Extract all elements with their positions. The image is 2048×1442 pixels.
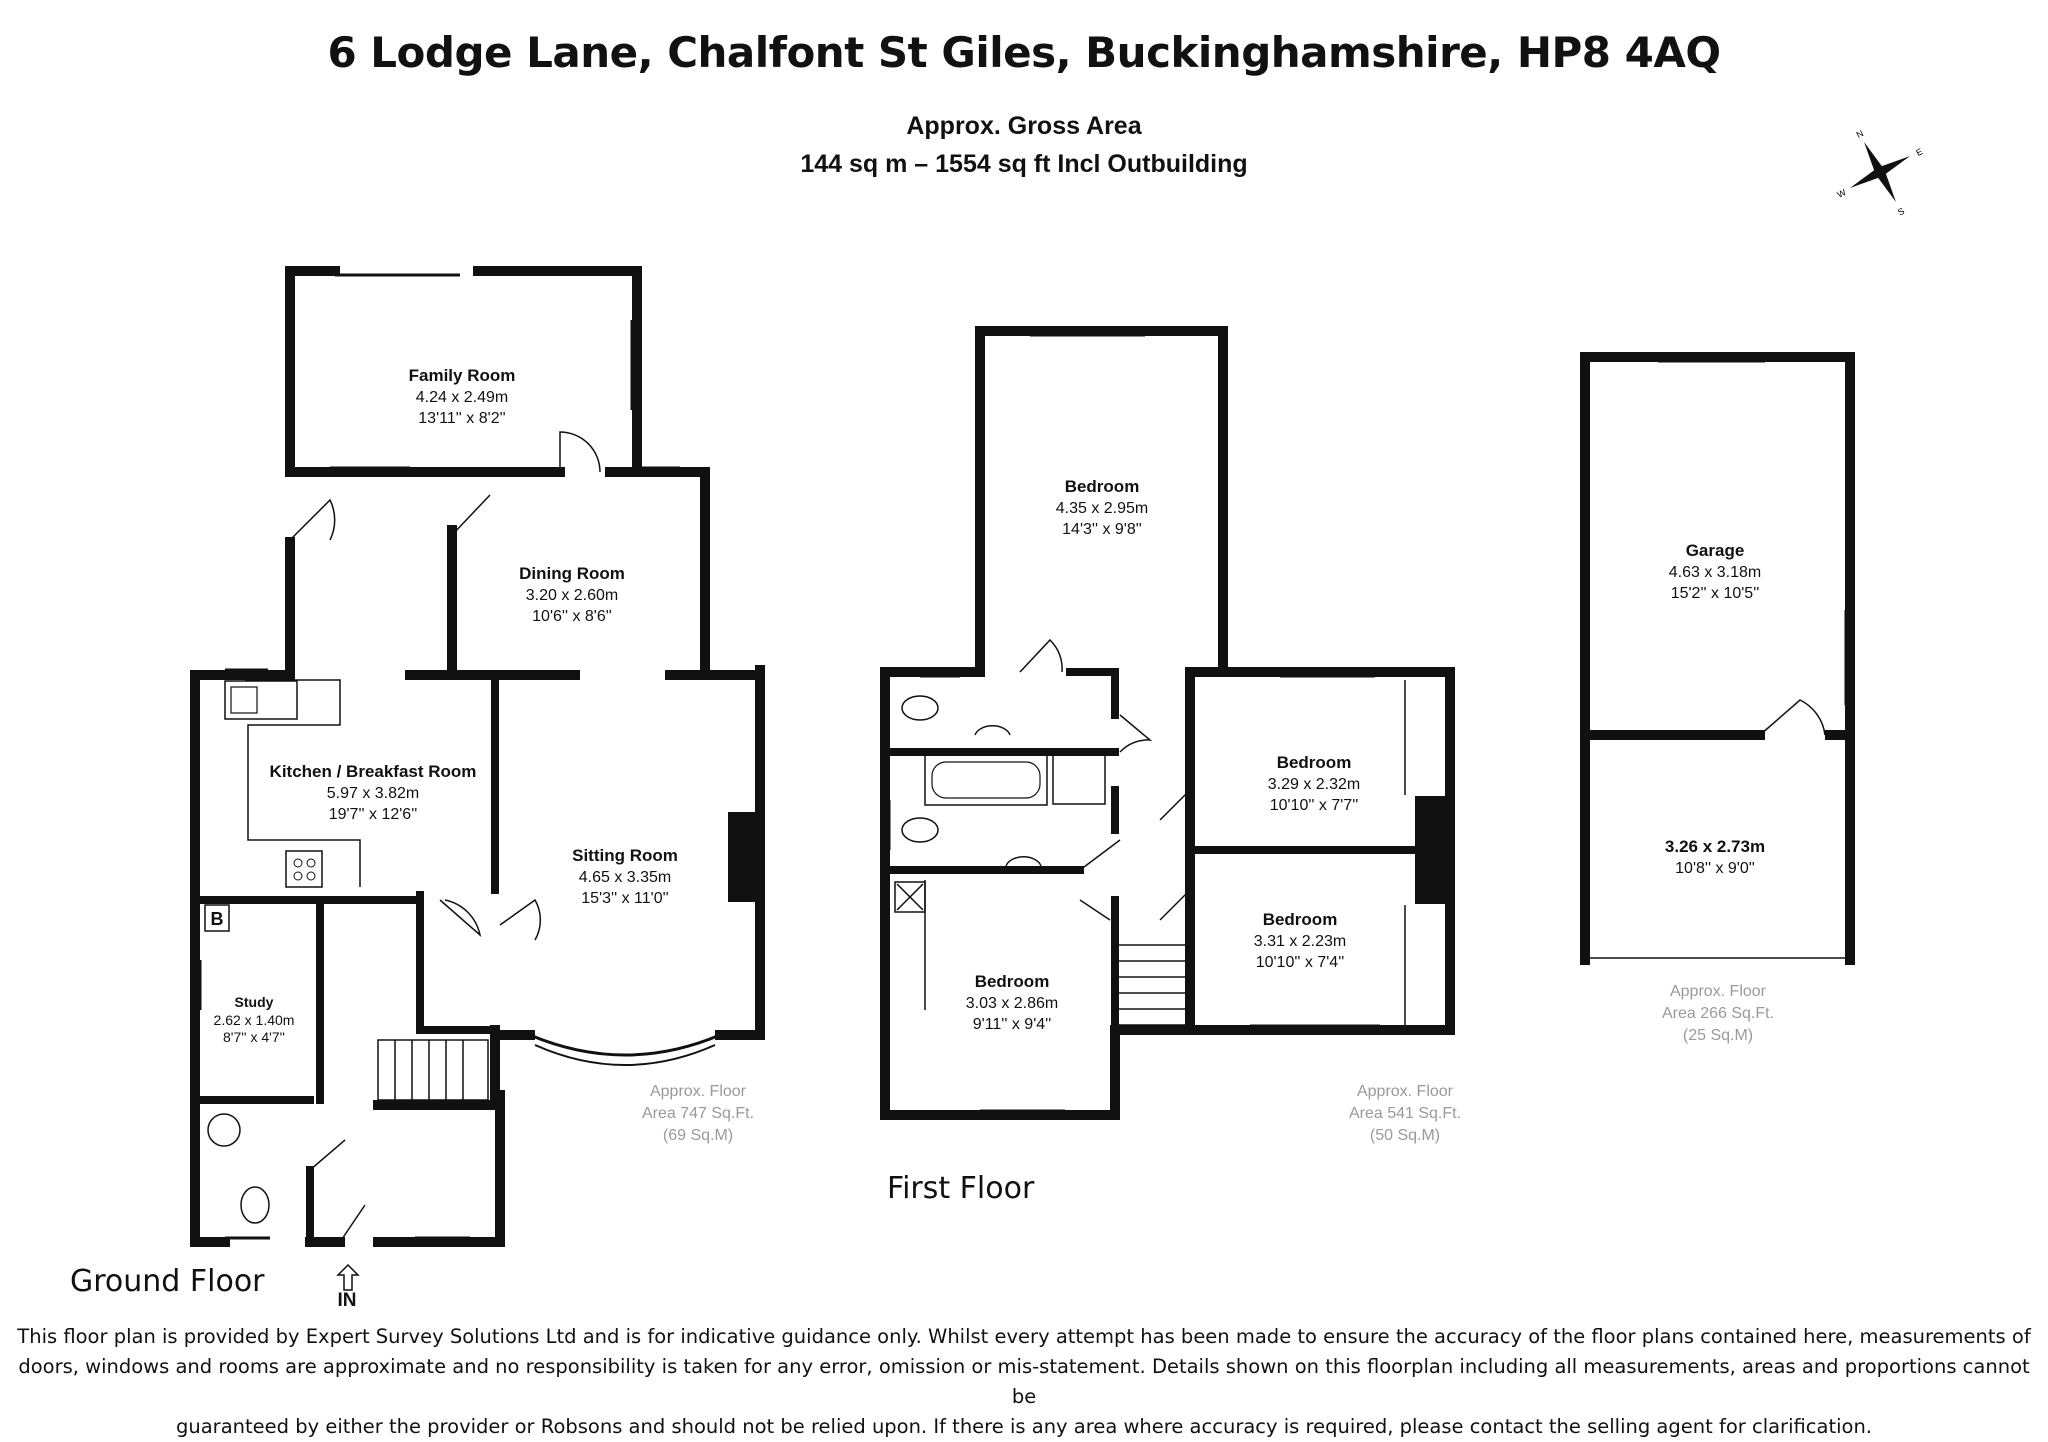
outbuilding-area-line2: Area 266 Sq.Ft. bbox=[1662, 1005, 1774, 1022]
gross-area-value: 144 sq m – 1554 sq ft Incl Outbuilding bbox=[800, 150, 1248, 178]
basin-upper-icon bbox=[974, 725, 1011, 736]
disclaimer-line-3: guaranteed by either the provider or Rob… bbox=[176, 1415, 1872, 1438]
first-floor-chimney bbox=[1415, 796, 1445, 904]
dining-room-metric: 3.20 x 2.60m bbox=[526, 587, 619, 604]
bay-window bbox=[529, 1033, 721, 1057]
first-floor-windows bbox=[887, 333, 1380, 1113]
bedroom-2-metric: 3.29 x 2.32m bbox=[1268, 776, 1361, 793]
boiler-label: B bbox=[211, 909, 224, 929]
dining-room-walls bbox=[405, 467, 765, 680]
dining-room-name: Dining Room bbox=[519, 564, 625, 583]
outbuilding-area-line3: (25 Sq.M) bbox=[1683, 1027, 1753, 1044]
kitchen-imperial: 19'7'' x 12'6'' bbox=[329, 806, 418, 823]
sitting-room-imperial: 15'3'' x 11'0'' bbox=[581, 890, 668, 907]
store-metric: 3.26 x 2.73m bbox=[1665, 837, 1765, 856]
garage-door-arc bbox=[1759, 699, 1826, 736]
bedroom-1-name: Bedroom bbox=[1065, 477, 1140, 496]
ground-floor-area-line3: (69 Sq.M) bbox=[663, 1127, 733, 1144]
first-floor-area-line2: Area 541 Sq.Ft. bbox=[1349, 1105, 1461, 1122]
chimney-breast bbox=[728, 812, 756, 902]
first-floor-plan bbox=[880, 326, 1455, 1120]
shower-tray-icon bbox=[1052, 751, 1106, 805]
bedroom-1-imperial: 14'3'' x 9'8'' bbox=[1062, 521, 1142, 538]
ground-floor-area-line2: Area 747 Sq.Ft. bbox=[642, 1105, 754, 1122]
family-room-metric: 4.24 x 2.49m bbox=[416, 389, 509, 406]
outbuilding-plan bbox=[1580, 352, 1855, 965]
hob-icon bbox=[285, 850, 323, 888]
compass-e-label: E bbox=[1914, 146, 1924, 158]
dining-room-imperial: 10'6'' x 8'6'' bbox=[532, 608, 612, 625]
bedroom-2-name: Bedroom bbox=[1277, 753, 1352, 772]
first-floor-area-line1: Approx. Floor bbox=[1357, 1083, 1454, 1100]
garage-metric: 4.63 x 3.18m bbox=[1669, 564, 1762, 581]
disclaimer-line-1: This floor plan is provided by Expert Su… bbox=[17, 1325, 2031, 1348]
bedroom-3-imperial: 10'10'' x 7'4'' bbox=[1256, 954, 1345, 971]
store-imperial: 10'8'' x 9'0'' bbox=[1675, 860, 1755, 877]
disclaimer-line-2: doors, windows and rooms are approximate… bbox=[18, 1355, 2030, 1408]
garage-name: Garage bbox=[1686, 541, 1745, 560]
ground-floor-doors bbox=[289, 431, 601, 1243]
kitchen-metric: 5.97 x 3.82m bbox=[327, 785, 420, 802]
bedroom-4-imperial: 9'11'' x 9'4'' bbox=[973, 1016, 1052, 1033]
study-metric: 2.62 x 1.40m bbox=[214, 1012, 295, 1028]
family-room-name: Family Room bbox=[409, 366, 516, 385]
kitchen-name: Kitchen / Breakfast Room bbox=[270, 762, 477, 781]
garage-imperial: 15'2'' x 10'5'' bbox=[1671, 585, 1760, 602]
outbuilding-area-line1: Approx. Floor bbox=[1670, 983, 1767, 1000]
first-floor-area-line3: (50 Sq.M) bbox=[1370, 1127, 1440, 1144]
sitting-room-metric: 4.65 x 3.35m bbox=[579, 869, 672, 886]
study-name: Study bbox=[235, 994, 274, 1010]
gross-area-label: Approx. Gross Area bbox=[906, 112, 1142, 140]
ground-floor-stairs bbox=[377, 1039, 489, 1101]
first-floor-stairs bbox=[1114, 944, 1188, 1026]
page-title: 6 Lodge Lane, Chalfont St Giles, Bucking… bbox=[327, 28, 1721, 77]
family-room-walls bbox=[285, 266, 710, 477]
ground-floor-windows bbox=[198, 273, 680, 1240]
ground-floor-plan: B bbox=[190, 266, 765, 1291]
disclaimer: This floor plan is provided by Expert Su… bbox=[16, 1322, 2032, 1442]
bedroom-2-imperial: 10'10'' x 7'7'' bbox=[1270, 797, 1359, 814]
bedroom-4-metric: 3.03 x 2.86m bbox=[966, 995, 1059, 1012]
bedroom-3-name: Bedroom bbox=[1263, 910, 1338, 929]
entrance-arrow-icon bbox=[336, 1263, 360, 1291]
basin-icon bbox=[207, 1113, 241, 1147]
study-imperial: 8'7'' x 4'7'' bbox=[223, 1029, 285, 1045]
compass-n-label: N bbox=[1855, 128, 1865, 140]
entrance-label: IN bbox=[338, 1290, 357, 1311]
wc-icon bbox=[240, 1186, 270, 1224]
bedroom-3-metric: 3.31 x 2.23m bbox=[1254, 933, 1347, 950]
compass-s-label: S bbox=[1896, 206, 1906, 218]
compass-rose-icon: N S E W bbox=[1836, 128, 1925, 218]
hall-walls bbox=[190, 537, 505, 1247]
bedroom-4-name: Bedroom bbox=[975, 972, 1050, 991]
sitting-room-name: Sitting Room bbox=[572, 846, 678, 865]
ground-floor-area-line1: Approx. Floor bbox=[650, 1083, 747, 1100]
bath-icon bbox=[924, 754, 1048, 806]
wc-upper-icon bbox=[901, 695, 939, 721]
first-floor-doors bbox=[1019, 638, 1191, 921]
family-room-imperial: 13'11'' x 8'2'' bbox=[418, 410, 505, 427]
compass-w-label: W bbox=[1836, 187, 1849, 200]
kitchen-walls bbox=[196, 676, 499, 1246]
ground-floor-label: Ground Floor bbox=[70, 1264, 265, 1299]
first-floor-label: First Floor bbox=[887, 1171, 1035, 1206]
sitting-room-walls bbox=[490, 665, 765, 1100]
bedroom-1-metric: 4.35 x 2.95m bbox=[1056, 500, 1149, 517]
